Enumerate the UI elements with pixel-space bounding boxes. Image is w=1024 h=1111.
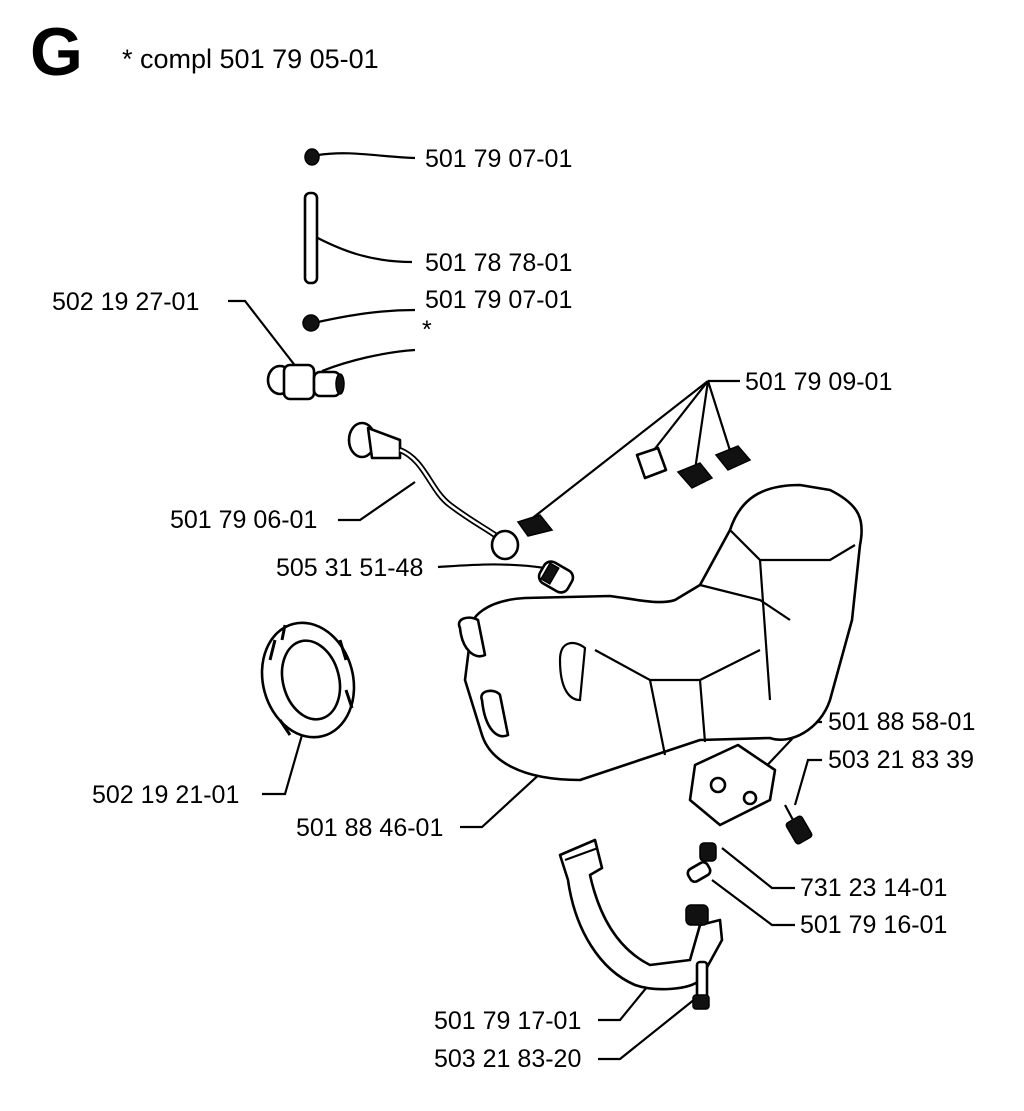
fuel-line [347,421,520,561]
valve [537,560,575,594]
fuel-cap [260,621,356,739]
label-501790701-mid: 501 79 07-01 [425,286,573,314]
label-502192101: 502 19 21-01 [92,781,240,809]
handle [558,838,724,991]
grommet-mid [302,314,320,332]
label-501790701-top: 501 79 07-01 [425,145,573,173]
spacer-pin [686,842,717,884]
leader-lines [228,152,822,1061]
label-731231401: 731 23 14-01 [800,874,948,902]
label-501791601: 501 79 16-01 [800,911,948,939]
label-502192701: 502 19 27-01 [52,288,200,316]
label-501787801: 501 78 78-01 [425,249,573,277]
section-letter: G [30,14,83,90]
label-501791701: 501 79 17-01 [434,1007,582,1035]
vent-hose [303,191,319,285]
label-asterisk: * [422,316,432,344]
label-501885801: 501 88 58-01 [828,708,976,736]
screw-right [784,804,813,845]
fuel-connector [266,363,345,401]
bracket [688,743,777,827]
label-5032183839: 503 21 83 39 [828,746,974,774]
grommet-top [304,148,320,166]
label-501790901: 501 79 09-01 [745,368,893,396]
label-501884601: 501 88 46-01 [296,814,444,842]
label-501790601: 501 79 06-01 [170,506,318,534]
complete-assembly-note: * compl 501 79 05-01 [122,44,379,74]
label-503218320: 503 21 83-20 [434,1045,582,1073]
label-505315148: 505 31 51-48 [276,554,424,582]
mounting-pads [516,445,752,537]
fuel-tank [457,483,863,782]
screw-bottom [692,960,710,1010]
